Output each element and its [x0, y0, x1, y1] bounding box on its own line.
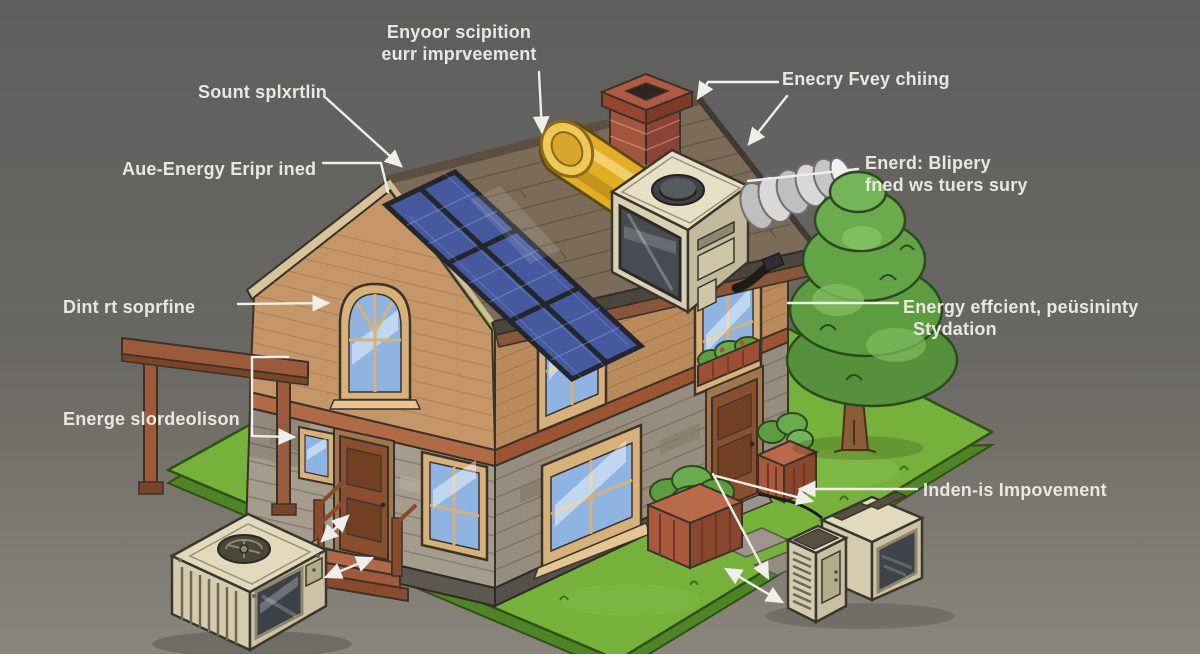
label-line: Dint rt soprfine: [63, 297, 196, 317]
callout-label-ridge: Enecry Fvey chiing: [782, 68, 950, 90]
callout-line-unit-tall: [711, 472, 770, 581]
small-window: [298, 425, 335, 487]
callout-label-units: Inden-is Impovement: [923, 479, 1107, 501]
callout-line-small-window: [250, 355, 297, 446]
callout-line-unit-cube: [714, 474, 815, 506]
porch-post: [276, 373, 291, 509]
rooftop-hvac-unit: [609, 148, 785, 315]
tree: [785, 170, 959, 460]
lower-left-window: [420, 450, 489, 562]
flower-box: [697, 336, 762, 388]
callout-label-brick-wall: Dint rt soprfine: [63, 296, 195, 318]
callout-line-brick-wall: [236, 294, 331, 312]
stair-railing: [391, 517, 403, 577]
lower-right-window: [532, 423, 651, 581]
label-line: Inden-is Impovement: [923, 480, 1107, 500]
front-door: [333, 426, 395, 570]
outdoor-ac-unit-left: [152, 512, 352, 654]
double-arrow: [323, 556, 375, 579]
callout-label-small-window: Energe slordeolison: [63, 408, 240, 430]
tall-unit: [785, 524, 849, 625]
label-line: Enecry Fvey chiing: [782, 69, 950, 89]
outdoor-units-right: [757, 491, 955, 629]
callout-line-roof-duct: [532, 70, 550, 135]
planter-mid: [645, 465, 745, 570]
double-arrow: [723, 567, 785, 604]
callout-line-solar: [324, 96, 403, 168]
callout-label-flex-duct: Enerd: Blipery fned ws tuers sury: [865, 152, 1028, 196]
callout-line-ridge-b: [747, 94, 789, 146]
porch: [121, 336, 309, 516]
label-line: fned ws tuers sury: [865, 175, 1028, 195]
double-arrow: [320, 514, 350, 543]
label-line: Sount splxrtlin: [198, 82, 327, 102]
callout-line-flex-duct: [746, 167, 860, 183]
label-line: Enerd: Blipery: [865, 153, 991, 173]
callout-label-roof-edge: Aue-Energy Eripr ined: [122, 158, 316, 180]
label-line: Energy effcient, peüsininty: [903, 297, 1139, 317]
label-line: Energe slordeolison: [63, 409, 240, 429]
label-line: eurr imprveement: [381, 44, 537, 64]
label-line: Aue-Energy Eripr ined: [122, 159, 317, 179]
arched-window: [328, 282, 422, 410]
callout-label-roof-duct: Enyoor scipition eurr imprveement: [345, 21, 573, 65]
callout-line-roof-edge: [321, 161, 390, 194]
solar-panel-array: [381, 169, 646, 391]
label-line: Enyoor scipition: [386, 22, 532, 42]
callout-label-solar: Sount splxrtlin: [198, 81, 327, 103]
callout-lines: [236, 70, 919, 604]
callout-line-ridge-a: [696, 80, 780, 101]
callout-label-insulation: Energy effcient, peüsininty Stydation: [903, 296, 1138, 340]
label-line: Stydation: [913, 319, 997, 339]
